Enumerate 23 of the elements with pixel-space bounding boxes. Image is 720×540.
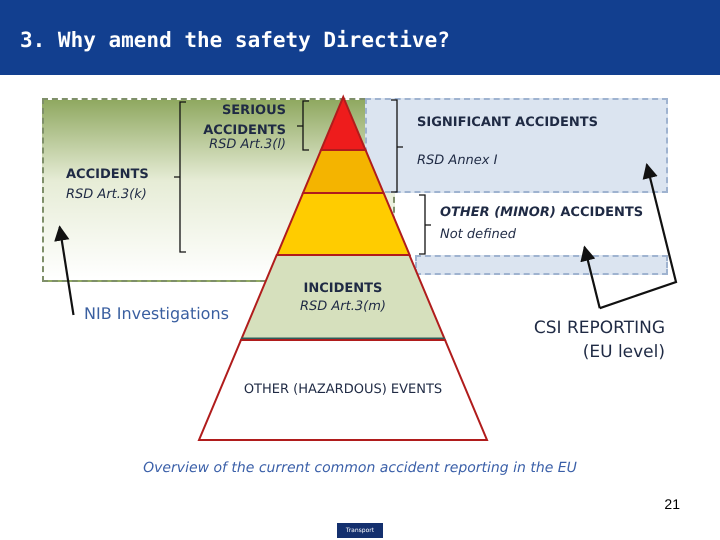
annotation-text: NIB Investigations bbox=[84, 302, 234, 326]
tier-label: OTHER (HAZARDOUS) EVENTS bbox=[244, 381, 442, 399]
caption: Overview of the current common accident reporting in the EU bbox=[142, 460, 578, 476]
zone-title: ACCIDENTS bbox=[66, 166, 150, 183]
title: 3. Why amend the safety Directive? bbox=[20, 28, 450, 52]
tier-label: INCIDENTS bbox=[304, 280, 382, 298]
arrow bbox=[580, 246, 601, 308]
annotation-text: CSI REPORTING (EU level) bbox=[520, 316, 665, 364]
tier-label: OTHER (MINOR) ACCIDENTS bbox=[440, 204, 644, 221]
reference-text: RSD Art.3(l) bbox=[208, 136, 286, 153]
zone-reference: RSD Art.3(k) bbox=[66, 186, 148, 203]
page-number: 21 bbox=[663, 496, 680, 512]
pyramid-tier bbox=[240, 255, 445, 340]
dashed-zone bbox=[415, 255, 668, 275]
dashed-zone bbox=[365, 98, 668, 193]
zone-reference: RSD Annex I bbox=[417, 152, 498, 169]
tier-label: SERIOUS ACCIDENTS bbox=[202, 102, 286, 138]
tier-label: RSD Art.3(m) bbox=[300, 298, 386, 316]
arrow bbox=[599, 163, 678, 310]
zone-title: SIGNIFICANT ACCIDENTS bbox=[417, 114, 599, 131]
arrow bbox=[54, 225, 75, 316]
pyramid-tier bbox=[199, 340, 487, 440]
reference-text: Not defined bbox=[440, 226, 518, 243]
